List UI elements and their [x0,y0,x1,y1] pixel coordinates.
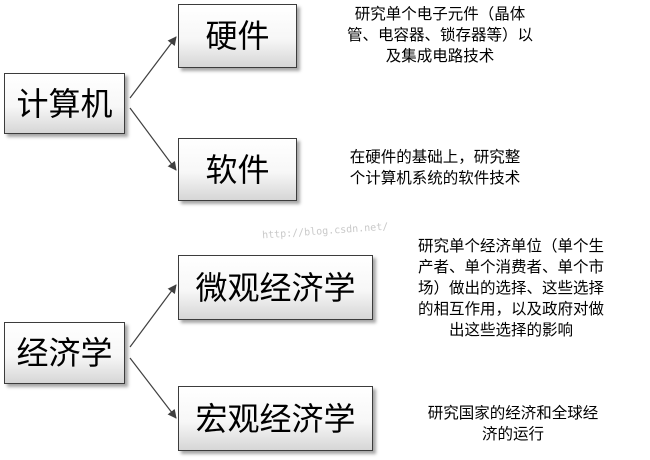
arrow-economics-to-macro [129,357,177,419]
description-software: 在硬件的基础上，研究整 个计算机系统的软件技术 [349,148,521,187]
node-microeconomics-label: 微观经济学 [195,268,356,307]
root-node-economics: 经济学 [4,322,125,384]
node-hardware-label: 硬件 [205,17,270,55]
node-macroeconomics: 宏观经济学 [178,386,373,451]
arrow-computer-to-hardware [129,36,177,99]
description-microeconomics: 研究单个经济单位（单个生 产者、单个消费者、单个市 场）做出的选择、这些选择 的… [417,237,604,339]
node-microeconomics: 微观经济学 [178,255,373,320]
description-macroeconomics: 研究国家的经济和全球经 济的运行 [427,404,599,443]
description-hardware: 研究单个电子元件（晶体 管、电容器、锁存器等）以 及集成电路技术 [346,5,533,65]
root-node-computer: 计算机 [4,73,125,134]
arrow-economics-to-micro [129,284,177,348]
node-software-label: 软件 [205,150,270,189]
node-software: 软件 [178,138,297,201]
arrow-computer-to-software [129,107,177,171]
root-node-computer-label: 计算机 [16,84,113,123]
node-hardware: 硬件 [178,4,297,68]
root-node-economics-label: 经济学 [16,334,113,372]
node-macroeconomics-label: 宏观经济学 [195,399,356,438]
